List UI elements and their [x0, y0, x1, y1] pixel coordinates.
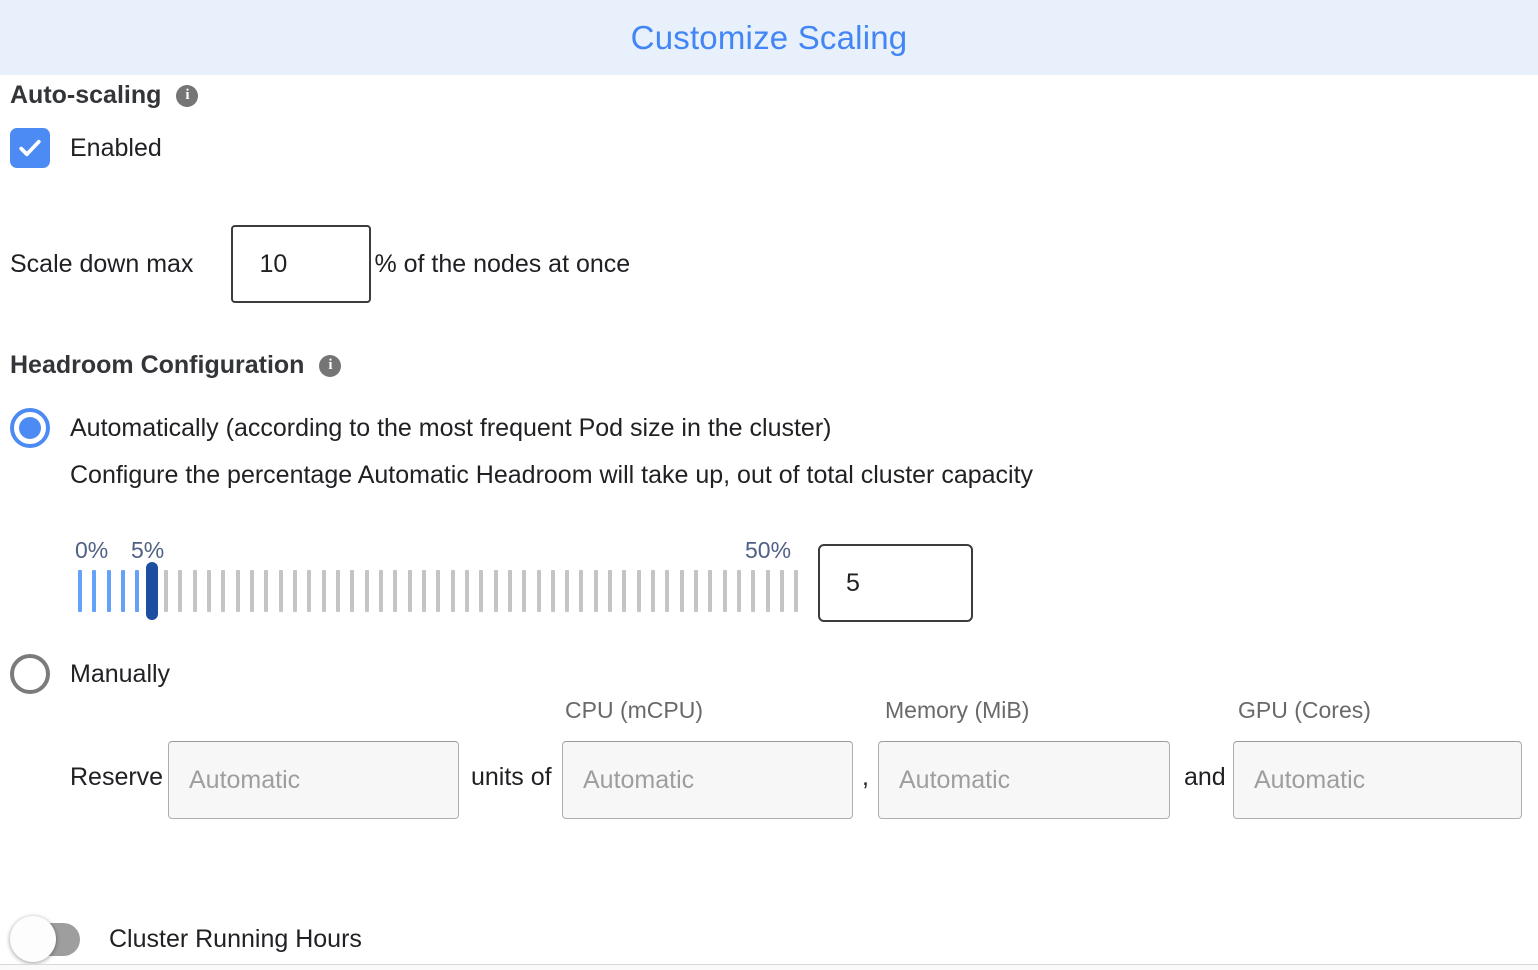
slider-tick[interactable]: [264, 570, 269, 612]
slider-tick[interactable]: [694, 570, 699, 612]
slider-tick[interactable]: [751, 570, 756, 612]
slider-tick[interactable]: [765, 570, 770, 612]
bottom-strip: [0, 965, 1538, 970]
slider-tick[interactable]: [421, 570, 426, 612]
panel-header: Customize Scaling: [0, 0, 1538, 75]
automatic-option-label: Automatically (according to the most fre…: [70, 413, 832, 442]
auto-scaling-section-header: Auto-scaling i: [10, 81, 199, 110]
slider-tick[interactable]: [780, 570, 785, 612]
slider-tick[interactable]: [550, 570, 555, 612]
slider-tick[interactable]: [579, 570, 584, 612]
cluster-running-hours-toggle[interactable]: [10, 915, 82, 963]
reserve-memory-input[interactable]: [878, 741, 1170, 819]
units-of-label: units of: [471, 763, 552, 791]
slider-tick[interactable]: [206, 570, 211, 612]
slider-tick[interactable]: [307, 570, 312, 612]
slider-tick[interactable]: [335, 570, 340, 612]
slider-tick[interactable]: [120, 570, 125, 612]
and-label: and: [1184, 763, 1226, 791]
slider-tick[interactable]: [464, 570, 469, 612]
slider-tick[interactable]: [436, 570, 441, 612]
bottom-divider: [0, 964, 1538, 965]
manually-radio[interactable]: [10, 654, 50, 694]
slider-tick[interactable]: [450, 570, 455, 612]
column-header-memory: Memory (MiB): [885, 697, 1030, 723]
headroom-label: Headroom Configuration: [10, 351, 305, 379]
slider-tick[interactable]: [636, 570, 641, 612]
reserve-cpu-input[interactable]: [562, 741, 853, 819]
manual-reserve-block: CPU (mCPU) Memory (MiB) GPU (Cores) Rese…: [0, 697, 1538, 827]
cluster-running-hours-label: Cluster Running Hours: [109, 924, 362, 953]
slider-tick[interactable]: [135, 570, 140, 612]
slider-tick[interactable]: [221, 570, 226, 612]
slider-tick[interactable]: [593, 570, 598, 612]
slider-handle[interactable]: [145, 562, 158, 620]
cluster-running-hours-row: Cluster Running Hours: [10, 915, 362, 963]
manually-option-label: Manually: [70, 659, 171, 688]
slider-tick[interactable]: [92, 570, 97, 612]
slider-tick[interactable]: [622, 570, 627, 612]
headroom-description: Configure the percentage Automatic Headr…: [70, 461, 1034, 489]
column-header-gpu: GPU (Cores): [1238, 697, 1371, 723]
headroom-section-header: Headroom Configuration i: [10, 351, 342, 380]
auto-scaling-enabled-row: Enabled: [10, 128, 162, 168]
slider-tick[interactable]: [393, 570, 398, 612]
slider-tick[interactable]: [106, 570, 111, 612]
slider-tick[interactable]: [235, 570, 240, 612]
comma-separator: ,: [862, 763, 869, 791]
headroom-manual-row: Manually: [10, 654, 170, 694]
slider-current-label: 5%: [131, 537, 165, 563]
automatic-radio[interactable]: [10, 408, 50, 448]
slider-tick[interactable]: [708, 570, 713, 612]
slider-tick[interactable]: [679, 570, 684, 612]
slider-ticks[interactable]: [78, 562, 799, 620]
info-icon[interactable]: i: [176, 84, 199, 107]
slider-tick[interactable]: [249, 570, 254, 612]
headroom-automatic-row: Automatically (according to the most fre…: [10, 408, 831, 448]
headroom-slider-block: 0% 5% 50%: [0, 537, 1538, 629]
panel-title: Customize Scaling: [630, 18, 908, 56]
slider-tick[interactable]: [565, 570, 570, 612]
auto-scaling-label: Auto-scaling: [10, 81, 162, 109]
enabled-label: Enabled: [70, 133, 162, 162]
slider-tick[interactable]: [493, 570, 498, 612]
slider-tick[interactable]: [794, 570, 799, 612]
enabled-checkbox[interactable]: [10, 128, 50, 168]
slider-tick[interactable]: [292, 570, 297, 612]
scale-down-max-input[interactable]: [231, 225, 372, 303]
slider-tick[interactable]: [321, 570, 326, 612]
column-header-cpu: CPU (mCPU): [565, 697, 703, 723]
info-icon[interactable]: i: [319, 354, 342, 377]
slider-tick[interactable]: [608, 570, 613, 612]
reserve-units-input[interactable]: [168, 741, 459, 819]
toggle-knob-icon: [10, 916, 56, 962]
slider-tick[interactable]: [350, 570, 355, 612]
slider-min-label: 0%: [75, 537, 109, 563]
slider-tick[interactable]: [364, 570, 369, 612]
slider-tick[interactable]: [192, 570, 197, 612]
checkmark-icon: [19, 139, 41, 157]
slider-tick[interactable]: [278, 570, 283, 612]
slider-tick[interactable]: [522, 570, 527, 612]
slider-tick[interactable]: [536, 570, 541, 612]
slider-tick[interactable]: [737, 570, 742, 612]
reserve-gpu-input[interactable]: [1233, 741, 1522, 819]
slider-tick[interactable]: [507, 570, 512, 612]
scale-down-suffix: % of the nodes at once: [374, 249, 631, 278]
reserve-label: Reserve: [70, 763, 164, 791]
slider-tick[interactable]: [665, 570, 670, 612]
slider-max-label: 50%: [745, 537, 792, 563]
slider-tick[interactable]: [479, 570, 484, 612]
slider-tick[interactable]: [378, 570, 383, 612]
slider-tick[interactable]: [651, 570, 656, 612]
slider-tick[interactable]: [722, 570, 727, 612]
scale-down-prefix: Scale down max: [10, 249, 194, 278]
slider-tick[interactable]: [407, 570, 412, 612]
slider-tick[interactable]: [78, 570, 82, 612]
slider-tick[interactable]: [163, 570, 168, 612]
slider-tick[interactable]: [178, 570, 183, 612]
headroom-percentage-input[interactable]: [818, 544, 973, 622]
scale-down-row: Scale down max % of the nodes at once: [10, 224, 630, 304]
